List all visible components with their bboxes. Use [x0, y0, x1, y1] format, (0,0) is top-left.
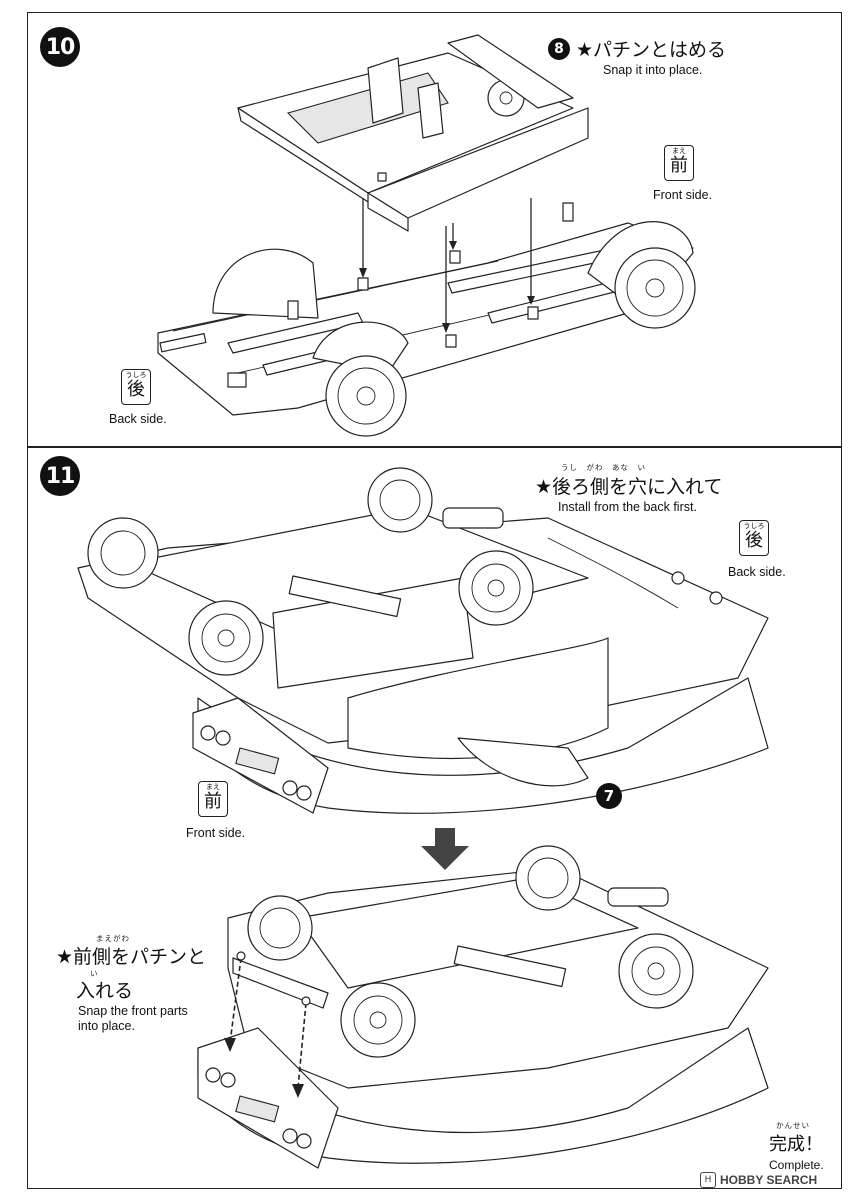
- snap-instruction-jp: ★パチンとはめる: [576, 39, 727, 61]
- step-11-panel: 11: [27, 447, 842, 1189]
- front-snap-jp-line1: ★前側をパチンと: [56, 946, 207, 968]
- front-snap-en-line1: Snap the front parts: [78, 1004, 188, 1018]
- back-side-label: Back side.: [109, 412, 167, 426]
- back-ruby: うしろ: [125, 371, 147, 379]
- watermark: H HOBBY SEARCH: [700, 1172, 817, 1188]
- front-kanji-box: まえ 前: [198, 781, 228, 817]
- step-down-arrow: [421, 828, 469, 870]
- complete-ruby: かんせい: [776, 1121, 810, 1130]
- back-side-marker: うしろ 後: [739, 520, 769, 556]
- step-11-illustration: [77, 467, 769, 1169]
- interior-tub-drawing: [237, 34, 589, 232]
- step-number-badge: 10: [40, 27, 80, 67]
- front-side-marker: まえ 前: [198, 781, 228, 817]
- chassis-drawing: [157, 202, 696, 437]
- instruction-ruby: うし がわ あな い: [561, 463, 646, 472]
- step-10-illustration: [157, 34, 696, 437]
- back-side-marker: うしろ 後: [121, 369, 151, 405]
- back-side-label: Back side.: [728, 565, 786, 579]
- back-kanji: 後: [127, 379, 145, 400]
- snap-instruction-en: Snap it into place.: [603, 63, 703, 77]
- watermark-logo-icon: H: [700, 1172, 716, 1188]
- front-kanji: 前: [204, 791, 222, 812]
- watermark-text: HOBBY SEARCH: [720, 1173, 818, 1187]
- front-ruby: まえ: [672, 147, 686, 155]
- part-number-badge: 8: [548, 37, 570, 60]
- front-kanji: 前: [670, 155, 688, 176]
- lower-car-drawing: [197, 845, 769, 1169]
- front-side-label: Front side.: [186, 826, 246, 840]
- install-instruction-jp: ★後ろ側を穴に入れて: [535, 476, 723, 498]
- front-snap-jp-line2: 入れる: [76, 980, 134, 1002]
- upper-car-drawing: [77, 467, 769, 814]
- step-number-badge: 11: [40, 456, 80, 496]
- install-instruction-en: Install from the back first.: [558, 500, 697, 514]
- back-kanji-box: うしろ 後: [739, 520, 769, 556]
- complete-jp: 完成！: [769, 1134, 823, 1155]
- assembly-arrows: [359, 198, 535, 333]
- back-kanji-box: うしろ 後: [121, 369, 151, 405]
- front-snap-ruby: まえがわ: [96, 934, 130, 943]
- front-kanji-box: まえ 前: [664, 145, 694, 181]
- part-number-badge: 7: [596, 783, 622, 809]
- complete-en: Complete.: [769, 1158, 824, 1172]
- front-snap-en-line2: into place.: [78, 1019, 135, 1033]
- front-side-label: Front side.: [653, 188, 713, 202]
- back-kanji: 後: [745, 530, 763, 551]
- front-ruby: まえ: [206, 783, 220, 791]
- front-side-marker: まえ 前: [664, 145, 694, 181]
- front-snap-ruby-2: い: [90, 969, 99, 978]
- snap-instruction: 8 ★パチンとはめる: [548, 35, 726, 62]
- back-ruby: うしろ: [743, 522, 765, 530]
- step-10-panel: 10: [27, 12, 842, 447]
